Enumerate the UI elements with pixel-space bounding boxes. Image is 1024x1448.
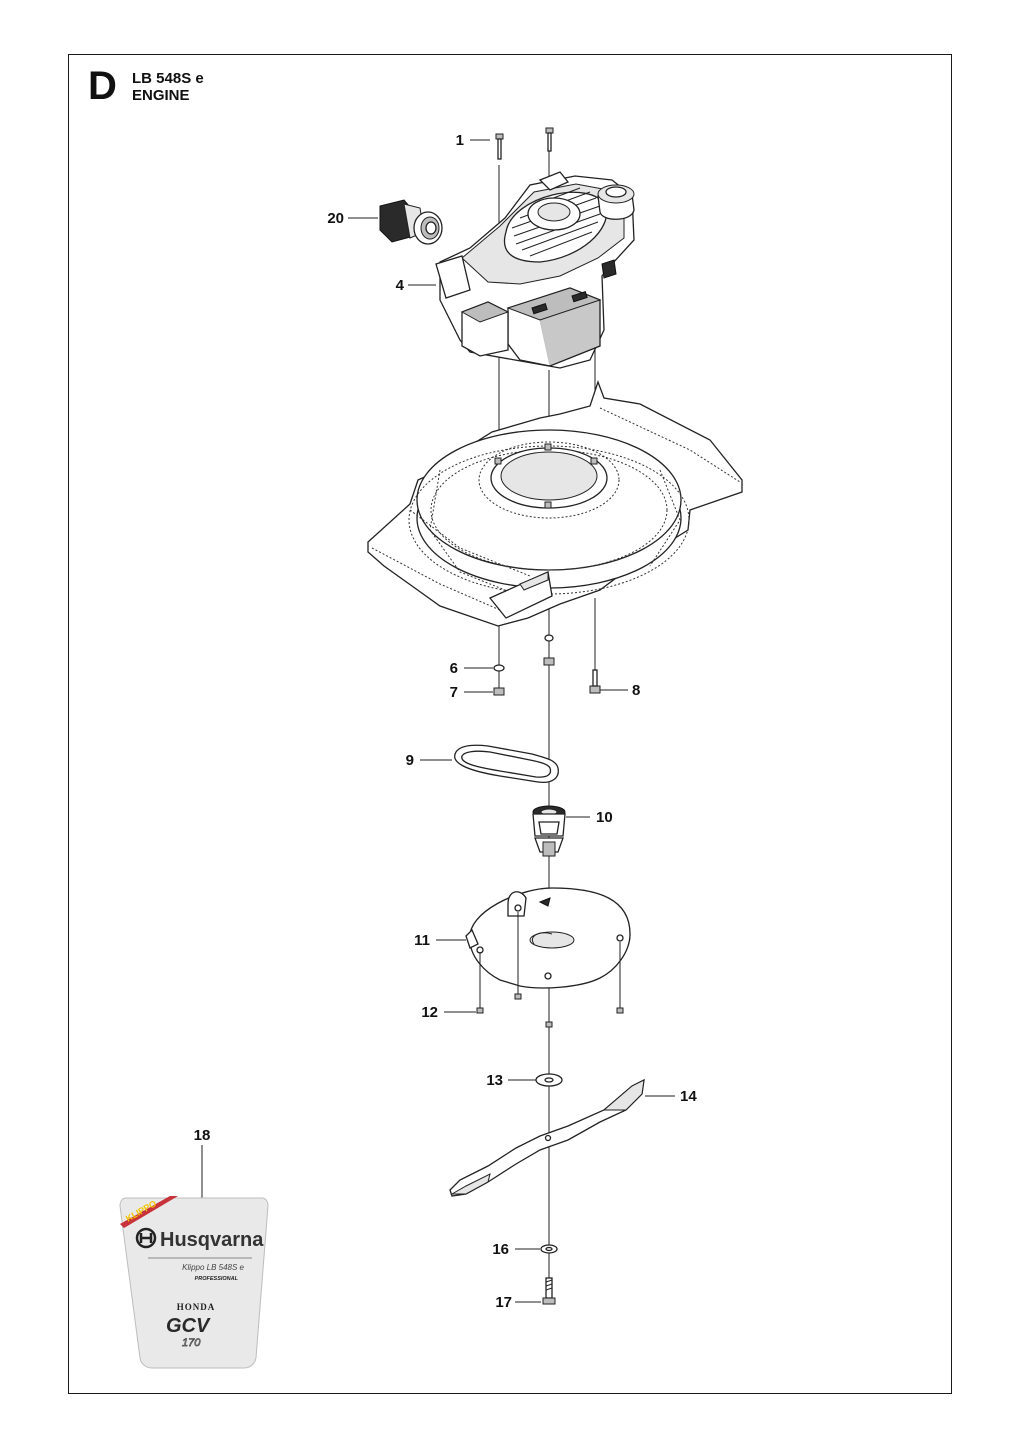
callout-16: 16	[492, 1241, 509, 1258]
washer-16	[540, 1244, 558, 1254]
engine-unit	[435, 171, 635, 369]
decal-engine-number: 170	[182, 1337, 201, 1349]
blade-bolt-17	[542, 1277, 556, 1305]
nut-7	[493, 657, 555, 696]
throttle-adapter	[379, 199, 443, 245]
bolt-8	[589, 669, 601, 694]
callout-12: 12	[421, 1004, 438, 1021]
fuel-cap	[597, 184, 635, 220]
decal-brand: Husqvarna	[160, 1229, 264, 1251]
engine-bolt-1	[495, 133, 504, 160]
husqvarna-logo-icon	[135, 1227, 157, 1249]
mower-deck	[367, 380, 743, 627]
blade-hub	[532, 805, 566, 857]
callout-10: 10	[596, 809, 613, 826]
model-name: LB 548S e	[132, 70, 204, 87]
callout-11: 11	[414, 932, 430, 949]
guard-screws	[476, 912, 624, 1028]
callout-18: 18	[194, 1127, 211, 1144]
decal-model-line: Klippo LB 548S e	[182, 1263, 244, 1272]
callout-labels: 1 20 4 6 7 8 9 10 11 12 13 14 18 16 17	[194, 132, 698, 1311]
drive-belt	[454, 744, 559, 784]
leader-lines	[201, 139, 675, 1303]
decal-edition: PROFESSIONAL	[195, 1276, 239, 1282]
washer-6	[493, 634, 554, 672]
diagram-title: LB 548S e ENGINE	[132, 70, 204, 104]
callout-13: 13	[486, 1072, 503, 1089]
callout-9: 9	[406, 752, 414, 769]
callout-8: 8	[632, 682, 640, 699]
callout-7: 7	[450, 684, 458, 701]
section-letter: D	[88, 64, 117, 108]
muffler	[460, 301, 510, 357]
callout-4: 4	[396, 277, 405, 294]
diagram-frame	[68, 54, 952, 1394]
air-filter	[506, 287, 602, 367]
washer-13	[535, 1073, 563, 1087]
cutting-blade	[449, 1078, 645, 1197]
decal-engine-make: HONDA	[177, 1302, 216, 1312]
decal-engine-model: GCV	[166, 1315, 211, 1337]
group-name: ENGINE	[132, 87, 190, 104]
callout-1: 1	[456, 132, 464, 149]
callout-14: 14	[680, 1088, 697, 1105]
callout-20: 20	[327, 210, 344, 227]
callout-6: 6	[450, 660, 458, 677]
callout-17: 17	[495, 1294, 512, 1311]
engine-bolt-2	[545, 127, 554, 152]
blade-guard-plate	[465, 887, 631, 989]
engine-decal: KLIPPO Husqvarna Klippo LB 548S e PROFES…	[119, 1196, 269, 1369]
